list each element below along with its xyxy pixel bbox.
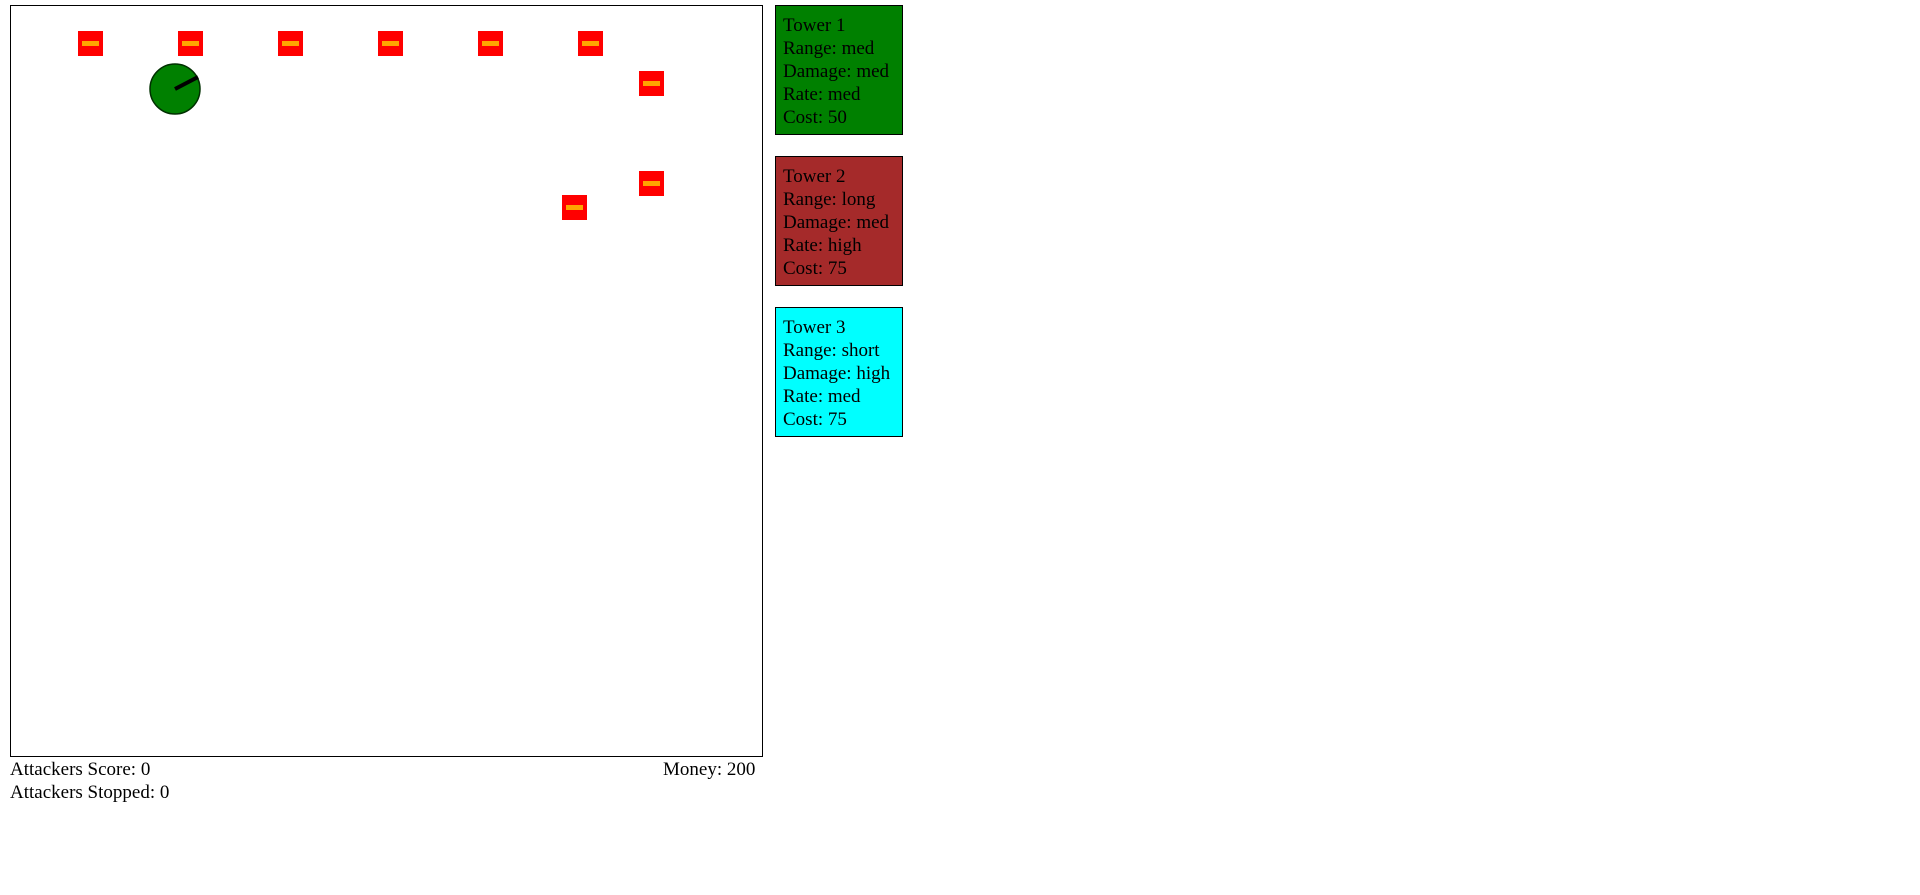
tower-rate: Rate: high: [783, 235, 862, 256]
attacker-icon: [578, 31, 603, 56]
placed-tower-icon[interactable]: [149, 63, 201, 115]
game-board[interactable]: [10, 5, 763, 757]
attacker-icon: [178, 31, 203, 56]
tower-cost: Cost: 75: [783, 258, 847, 279]
tower-rate: Rate: med: [783, 84, 861, 105]
tower-damage: Damage: med: [783, 61, 890, 82]
tower-damage: Damage: high: [783, 363, 891, 384]
attackers-stopped: Attackers Stopped: 0: [10, 782, 170, 803]
tower-cost: Cost: 75: [783, 409, 847, 430]
attacker-icon: [639, 71, 664, 96]
tower-damage: Damage: med: [783, 212, 890, 233]
attackers-score: Attackers Score: 0: [10, 759, 151, 780]
attacker-icon: [278, 31, 303, 56]
tower-card-3[interactable]: Tower 3 Range: short Damage: high Rate: …: [775, 307, 903, 437]
tower-card-1[interactable]: Tower 1 Range: med Damage: med Rate: med…: [775, 5, 903, 135]
attacker-icon: [78, 31, 103, 56]
tower-range: Range: med: [783, 38, 875, 59]
attacker-icon: [639, 171, 664, 196]
money-display: Money: 200: [663, 759, 756, 780]
tower-rate: Rate: med: [783, 386, 861, 407]
tower-range: Range: long: [783, 189, 876, 210]
attacker-icon: [378, 31, 403, 56]
tower-range: Range: short: [783, 340, 880, 361]
attacker-icon: [478, 31, 503, 56]
tower-title: Tower 2: [783, 166, 846, 187]
game-board-canvas[interactable]: [11, 6, 762, 756]
tower-card-2[interactable]: Tower 2 Range: long Damage: med Rate: hi…: [775, 156, 903, 286]
tower-title: Tower 1: [783, 15, 846, 36]
tower-title: Tower 3: [783, 317, 846, 338]
attacker-icon: [562, 195, 587, 220]
tower-cost: Cost: 50: [783, 107, 847, 128]
